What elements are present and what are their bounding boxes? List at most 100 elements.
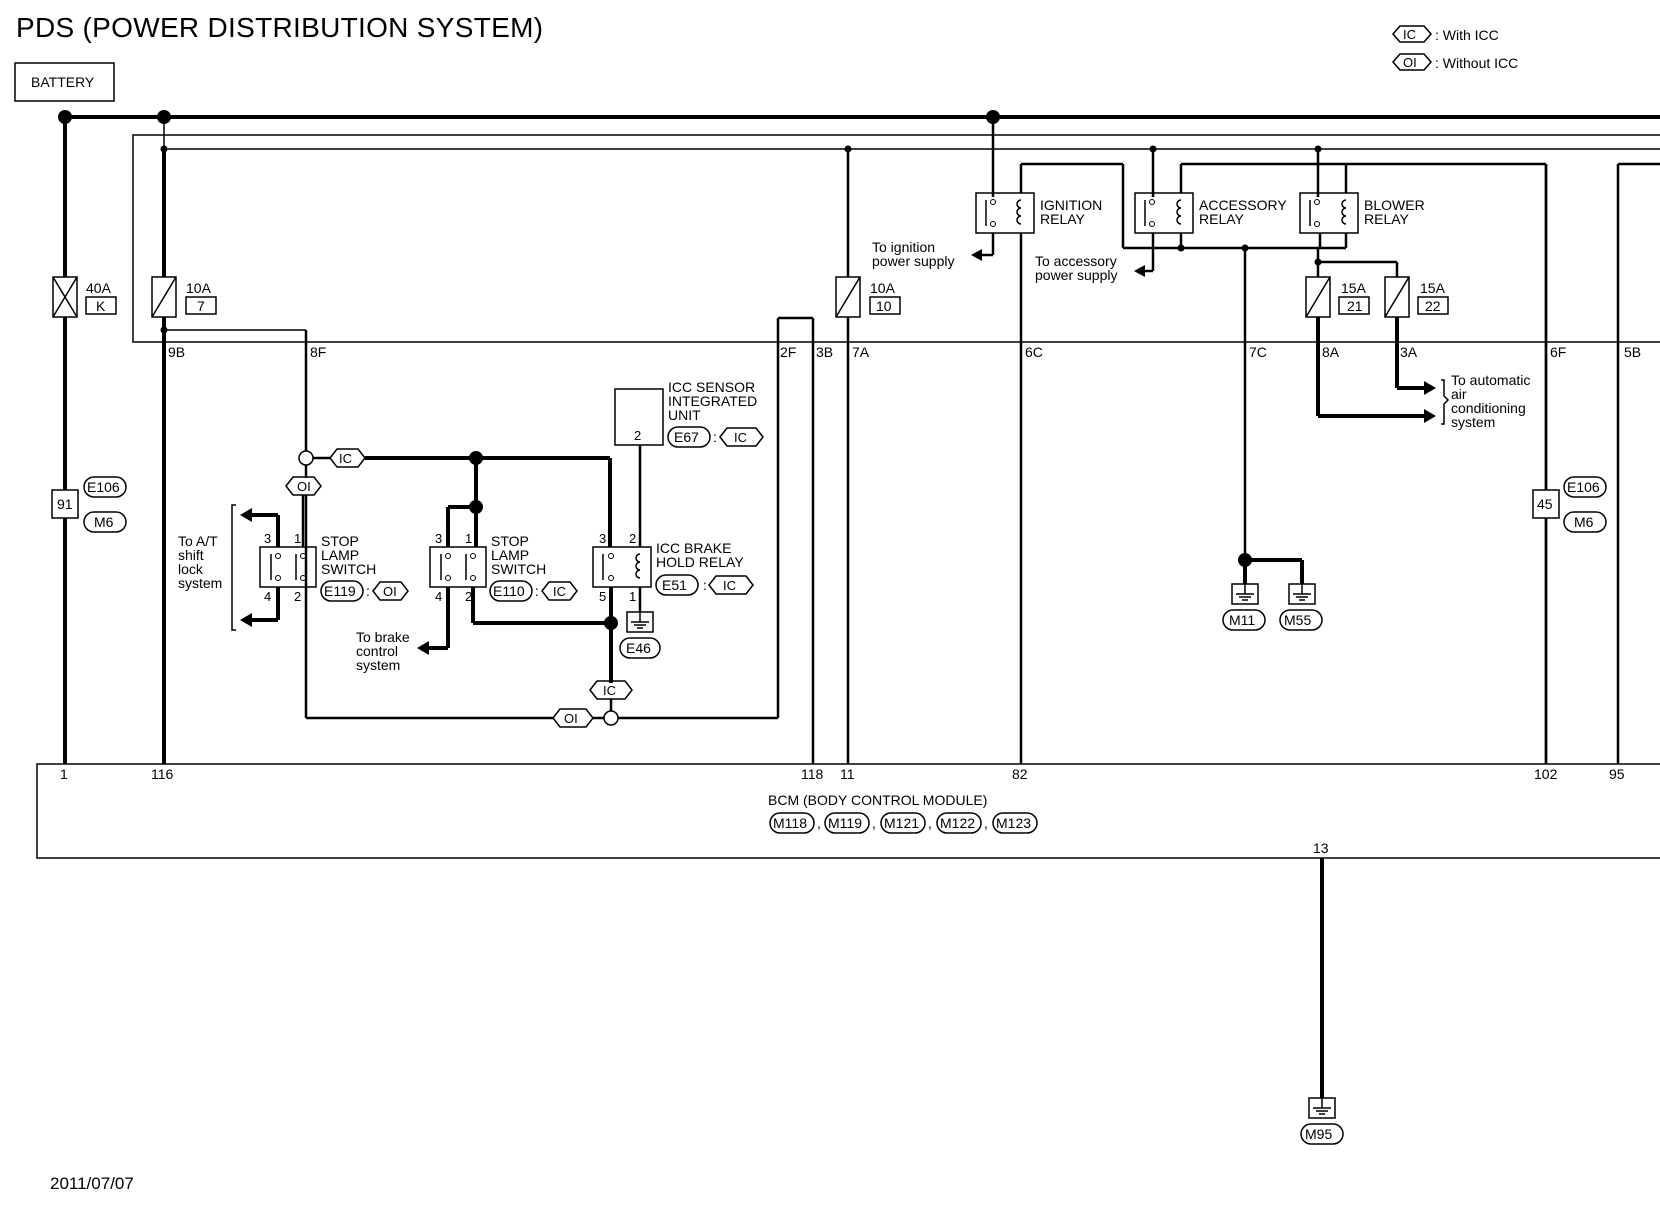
svg-text:,: , xyxy=(984,815,988,831)
svg-text:ICC BRAKE: ICC BRAKE xyxy=(656,540,731,556)
footer-date: 2011/07/07 xyxy=(50,1174,134,1193)
svg-text:STOP: STOP xyxy=(321,533,359,549)
stop-lamp-switch-e110: 3 1 4 2 STOP LAMP SWITCH E110 : IC xyxy=(429,531,578,604)
svg-text:118: 118 xyxy=(801,766,824,782)
battery-label: BATTERY xyxy=(31,74,95,90)
svg-text:4: 4 xyxy=(435,589,442,604)
svg-text:2F: 2F xyxy=(780,344,796,360)
fuse-id: K xyxy=(96,298,106,314)
svg-text:RELAY: RELAY xyxy=(1364,211,1410,227)
svg-text:8F: 8F xyxy=(310,344,326,360)
svg-text:RELAY: RELAY xyxy=(1040,211,1086,227)
svg-text:RELAY: RELAY xyxy=(1199,211,1245,227)
svg-text:15A: 15A xyxy=(1420,280,1446,296)
svg-text:air: air xyxy=(1451,386,1467,402)
ipdm-terminal-labels: 9B 8F 2F 3B 7A 6C 7C 8A 3A 6F 5B xyxy=(168,344,1641,360)
svg-text:OI: OI xyxy=(297,479,311,494)
svg-text:3: 3 xyxy=(435,531,442,546)
svg-text:4: 4 xyxy=(264,589,271,604)
svg-text:system: system xyxy=(356,657,400,673)
legend: IC : With ICC OI : Without ICC xyxy=(1392,25,1518,71)
ground-m55: M55 xyxy=(1279,583,1323,631)
svg-text:INTEGRATED: INTEGRATED xyxy=(668,393,757,409)
svg-text:M121: M121 xyxy=(884,815,919,831)
svg-text:BLOWER: BLOWER xyxy=(1364,197,1425,213)
legend-oi-code: OI xyxy=(1403,55,1417,70)
stop-lamp-switch-e119: 3 1 4 2 STOP LAMP SWITCH E119 : OI xyxy=(259,531,409,604)
svg-text:,: , xyxy=(872,815,876,831)
svg-text:shift: shift xyxy=(178,547,204,563)
svg-text:13: 13 xyxy=(1313,840,1329,856)
svg-text:IC: IC xyxy=(553,584,566,599)
bcm-module: 1 116 118 11 82 102 95 13 BCM (BODY CONT… xyxy=(36,763,1660,859)
ground-e46: E46 xyxy=(619,611,661,659)
svg-text:OI: OI xyxy=(564,711,578,726)
svg-text:ACCESSORY: ACCESSORY xyxy=(1199,197,1287,213)
svg-text:7: 7 xyxy=(197,298,205,314)
svg-text:control: control xyxy=(356,643,398,659)
legend-ic-desc: : With ICC xyxy=(1435,27,1499,43)
svg-text:95: 95 xyxy=(1609,766,1625,782)
blower-relay: BLOWER RELAY xyxy=(1299,192,1425,234)
svg-text:15A: 15A xyxy=(1341,280,1367,296)
svg-text:E67: E67 xyxy=(674,429,699,445)
svg-text::: : xyxy=(535,583,539,599)
battery-box xyxy=(14,62,115,102)
fuse-rating: 40A xyxy=(86,280,112,296)
svg-text:E110: E110 xyxy=(493,583,525,599)
accessory-relay: ACCESSORY RELAY xyxy=(1134,192,1287,234)
svg-text:power supply: power supply xyxy=(1035,267,1118,283)
svg-text:M119: M119 xyxy=(828,815,862,831)
svg-text:M55: M55 xyxy=(1284,612,1311,628)
connector-91 xyxy=(51,489,79,519)
svg-text:5B: 5B xyxy=(1624,344,1641,360)
svg-text:21: 21 xyxy=(1347,298,1363,314)
svg-text:22: 22 xyxy=(1425,298,1441,314)
svg-text:STOP: STOP xyxy=(491,533,529,549)
svg-text:,: , xyxy=(928,815,932,831)
svg-text:M6: M6 xyxy=(1574,514,1594,530)
svg-text:M118: M118 xyxy=(773,815,807,831)
svg-text:To automatic: To automatic xyxy=(1451,372,1530,388)
svg-text::: : xyxy=(366,583,370,599)
svg-text:3A: 3A xyxy=(1400,344,1418,360)
svg-text:IC: IC xyxy=(339,451,352,466)
svg-text:3: 3 xyxy=(264,531,271,546)
svg-text:IC: IC xyxy=(734,430,747,445)
svg-text:SWITCH: SWITCH xyxy=(491,561,546,577)
icc-brake-hold-relay: 3 2 5 1 ICC BRAKE HOLD RELAY E51 : IC xyxy=(592,531,754,604)
svg-text:system: system xyxy=(1451,414,1495,430)
svg-text:6F: 6F xyxy=(1550,344,1566,360)
svg-text:To brake: To brake xyxy=(356,629,410,645)
svg-text:M95: M95 xyxy=(1305,1126,1332,1142)
svg-text:82: 82 xyxy=(1012,766,1028,782)
svg-text:To A/T: To A/T xyxy=(178,533,218,549)
svg-text:2: 2 xyxy=(629,531,636,546)
svg-text:1: 1 xyxy=(294,531,301,546)
svg-text:E106: E106 xyxy=(87,479,120,495)
legend-ic-code: IC xyxy=(1403,27,1416,42)
svg-text:LAMP: LAMP xyxy=(491,547,529,563)
svg-text:7C: 7C xyxy=(1249,344,1267,360)
svg-text:5: 5 xyxy=(599,589,606,604)
svg-text:IC: IC xyxy=(723,578,736,593)
svg-text:conditioning: conditioning xyxy=(1451,400,1526,416)
svg-text:IGNITION: IGNITION xyxy=(1040,197,1102,213)
svg-text:UNIT: UNIT xyxy=(668,407,701,423)
ipdm-er-box xyxy=(132,134,1660,343)
svg-text:1: 1 xyxy=(60,766,68,782)
svg-text:HOLD RELAY: HOLD RELAY xyxy=(656,554,744,570)
svg-text:11: 11 xyxy=(840,766,855,782)
svg-text:M11: M11 xyxy=(1229,612,1255,628)
svg-text:To ignition: To ignition xyxy=(872,239,935,255)
svg-text:3B: 3B xyxy=(816,344,833,360)
svg-text:10A: 10A xyxy=(186,280,212,296)
connector-45 xyxy=(1532,489,1560,519)
svg-text:91: 91 xyxy=(57,496,73,512)
ignition-relay: IGNITION RELAY xyxy=(975,192,1102,234)
svg-text:OI: OI xyxy=(383,584,397,599)
svg-text:SWITCH: SWITCH xyxy=(321,561,376,577)
svg-text:M6: M6 xyxy=(94,514,114,530)
ground-m11: M11 xyxy=(1222,583,1266,631)
